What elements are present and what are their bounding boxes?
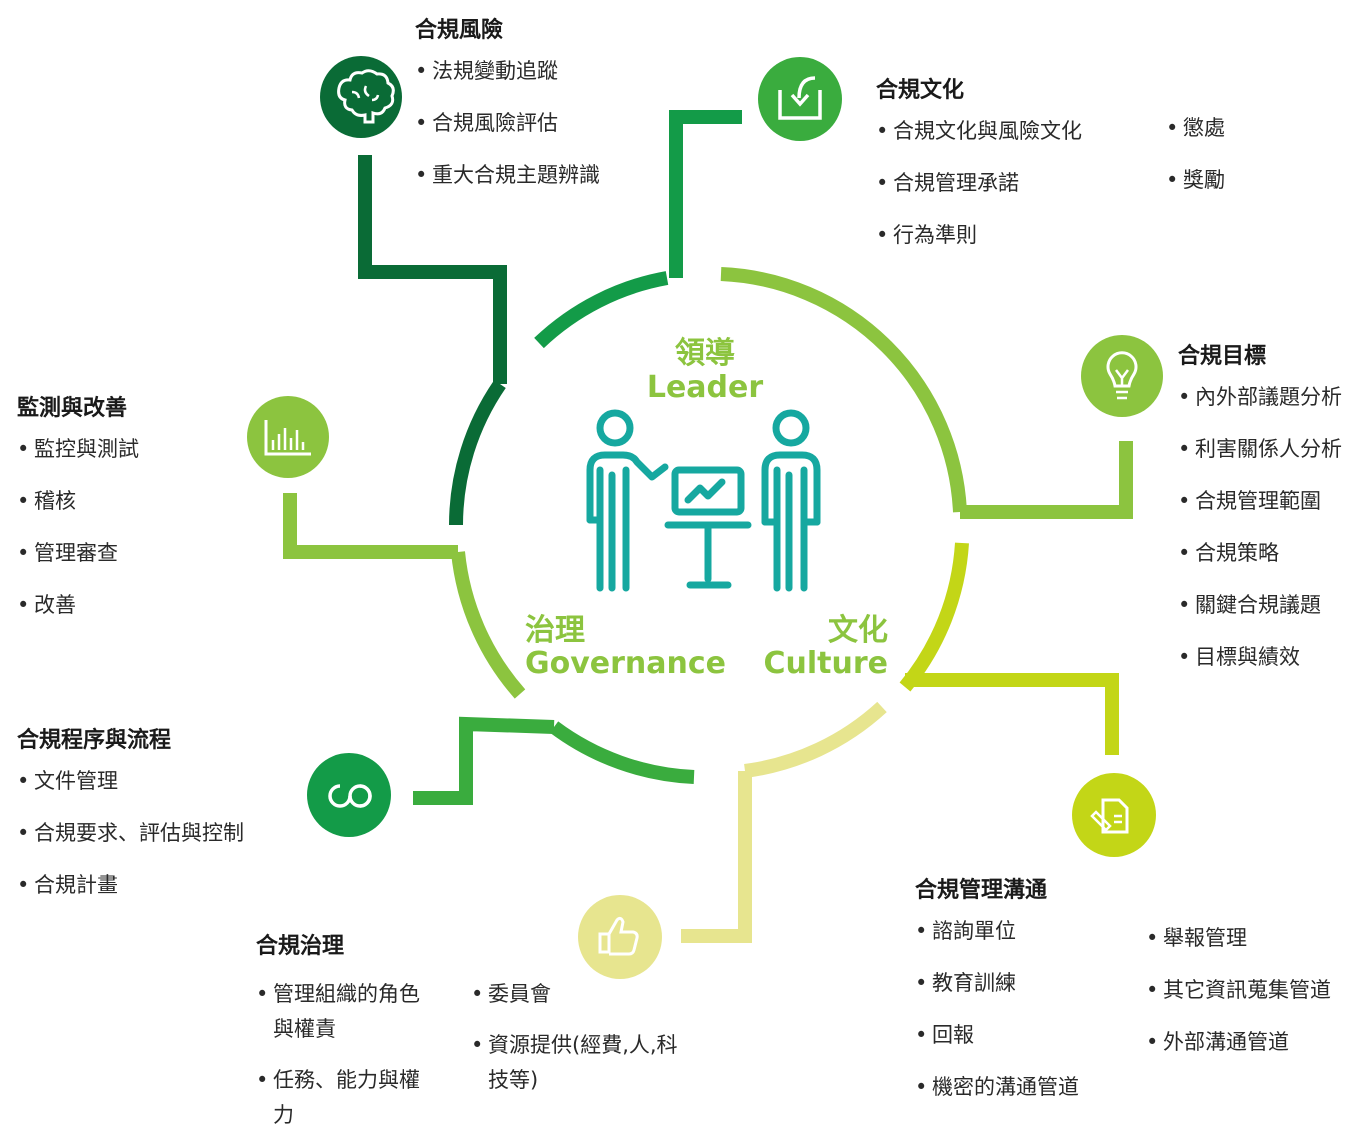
- section-communication-title: 合規管理溝通: [915, 878, 1048, 903]
- list-item: 資源提供(經費,人,科技等): [471, 1028, 698, 1098]
- section-culture-right: 懲處 獎勵: [1166, 102, 1225, 206]
- ring-arc-mid-bottom: [549, 721, 695, 784]
- section-communication-right: 舉報管理 其它資訊蒐集管道 外部溝通管道: [1146, 912, 1331, 1068]
- list-item: 外部溝通管道: [1146, 1016, 1331, 1068]
- list-item: 重大合規主題辨識: [415, 149, 600, 201]
- list-item: 獎勵: [1166, 154, 1225, 206]
- meeting-presentation-icon: [586, 409, 821, 592]
- connector-culture: [669, 110, 742, 278]
- list-item: 委員會: [471, 977, 711, 1012]
- list-item: 管理審查: [17, 527, 139, 579]
- lightbulb-icon: [1081, 335, 1163, 417]
- center-culture-cn: 文化: [828, 613, 888, 648]
- section-objectives: 合規目標 內外部議題分析 利害關係人分析 合規管理範圍 合規策略 關鍵合規議題 …: [1178, 338, 1342, 683]
- list-item: 關鍵合規議題: [1178, 579, 1342, 631]
- connector-objectives: [960, 441, 1133, 519]
- center-leader-cn: 領導: [675, 336, 735, 371]
- center-governance-cn: 治理: [525, 613, 585, 648]
- list-item: 合規文化與風險文化: [876, 105, 1082, 157]
- section-governance-title: 合規治理: [256, 934, 345, 959]
- section-procedures: 合規程序與流程 文件管理 合規要求、評估與控制 合規計畫: [17, 722, 244, 911]
- list-item: 合規風險評估: [415, 97, 600, 149]
- list-item: 合規管理範圍: [1178, 475, 1342, 527]
- section-culture-title: 合規文化: [876, 78, 965, 103]
- connector-communication: [905, 673, 1119, 755]
- center-governance-en: Governance: [525, 646, 727, 681]
- ring-arc-light-right: [720, 267, 967, 513]
- list-item: 教育訓練: [915, 957, 1079, 1009]
- connector-monitoring: [283, 493, 458, 559]
- bar-chart-icon: [247, 396, 329, 478]
- center-leader-en: Leader: [646, 370, 764, 405]
- list-item: 合規要求、評估與控制: [17, 807, 244, 859]
- connector-governance: [681, 771, 752, 943]
- list-item: 稽核: [17, 475, 139, 527]
- list-item: 任務、能力與權力: [256, 1063, 425, 1133]
- section-governance: 合規治理: [256, 928, 344, 960]
- list-item: 法規變動追蹤: [415, 45, 600, 97]
- section-governance-left: 管理組織的角色與權責 任務、能力與權力: [256, 977, 446, 1133]
- list-item: 行為準則: [876, 209, 1082, 261]
- list-item: 回報: [915, 1009, 1079, 1061]
- section-governance-right: 委員會 資源提供(經費,人,科技等): [471, 977, 711, 1098]
- list-item: 利害關係人分析: [1178, 423, 1342, 475]
- list-item: 合規策略: [1178, 527, 1342, 579]
- list-item: 懲處: [1166, 102, 1225, 154]
- infinity-arrows-icon: [307, 753, 391, 837]
- ring-arc-green-top: [534, 271, 669, 349]
- section-risk: 合規風險 法規變動追蹤 合規風險評估 重大合規主題辨識: [415, 12, 600, 201]
- list-item: 文件管理: [17, 755, 244, 807]
- section-culture: 合規文化 合規文化與風險文化 合規管理承諾 行為準則: [876, 72, 1082, 261]
- connector-risk: [358, 155, 507, 384]
- thumbs-up-icon: [578, 895, 662, 979]
- section-risk-title: 合規風險: [415, 18, 504, 43]
- list-item: 合規計畫: [17, 859, 244, 911]
- section-monitoring-title: 監測與改善: [17, 396, 128, 421]
- ring-arc-dark: [449, 380, 506, 526]
- connector-procedures: [413, 716, 555, 805]
- inbox-download-icon: [758, 57, 842, 141]
- section-procedures-title: 合規程序與流程: [17, 728, 172, 753]
- section-communication: 合規管理溝通 諮詢單位 教育訓練 回報 機密的溝通管道: [915, 872, 1079, 1113]
- ring-arc-lime: [899, 542, 969, 692]
- section-objectives-title: 合規目標: [1178, 344, 1267, 369]
- list-item: 管理組織的角色與權責: [256, 977, 425, 1047]
- list-item: 機密的溝通管道: [915, 1061, 1079, 1113]
- center-culture-en: Culture: [763, 646, 889, 681]
- list-item: 目標與績效: [1178, 631, 1342, 683]
- ring-arc-pale: [744, 701, 887, 778]
- list-item: 其它資訊蒐集管道: [1146, 964, 1331, 1016]
- list-item: 諮詢單位: [915, 905, 1079, 957]
- ring-arc-light-left: [451, 551, 526, 699]
- list-item: 舉報管理: [1146, 912, 1331, 964]
- brain-icon: [320, 56, 402, 138]
- section-monitoring: 監測與改善 監控與測試 稽核 管理審查 改善: [17, 390, 139, 631]
- document-edit-icon: [1072, 773, 1156, 857]
- list-item: 改善: [17, 579, 139, 631]
- list-item: 合規管理承諾: [876, 157, 1082, 209]
- list-item: 監控與測試: [17, 423, 139, 475]
- list-item: 內外部議題分析: [1178, 371, 1342, 423]
